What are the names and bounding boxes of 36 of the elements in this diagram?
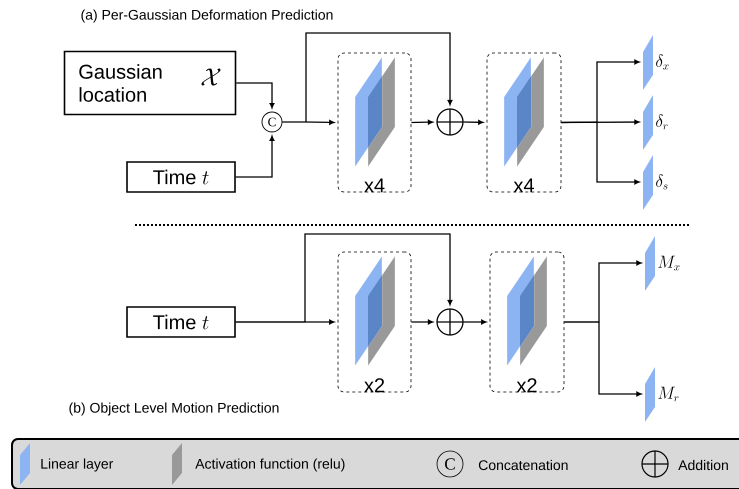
node-label: $M_x$ <box>658 256 680 270</box>
output-layer: $\delta_s$ <box>643 155 668 210</box>
addition-symbol <box>436 108 464 136</box>
panel-title: (b) Object Level Motion Prediction <box>69 402 278 416</box>
output-layer: $M_x$ <box>645 236 680 291</box>
legend-label: Concatenation <box>478 460 568 470</box>
addition-symbol <box>436 308 464 336</box>
input-box: Time $t$ <box>126 161 236 193</box>
arrow <box>236 233 452 323</box>
legend-label: Addition <box>678 460 728 470</box>
repeat-block: x2 <box>490 252 564 392</box>
repeat-block: x2 <box>338 252 412 392</box>
repeat-block: x4 <box>338 52 412 192</box>
repeat-block: x4 <box>486 52 562 192</box>
output-layer: $\delta_x$ <box>643 35 669 90</box>
legend-label: Activation function (relu) <box>195 458 344 472</box>
arrow <box>411 120 434 125</box>
panel-title: (a) Per-Gaussian Deformation Prediction <box>81 9 332 23</box>
arrow <box>236 136 274 178</box>
arrow <box>464 320 486 324</box>
arrow <box>564 321 642 396</box>
node-label: $\delta_x$ <box>656 54 669 70</box>
arrow <box>464 120 484 125</box>
legend-label: Linear layer <box>41 458 114 472</box>
output-layer: $\delta_r$ <box>643 95 668 150</box>
node-label: $M_r$ <box>658 386 679 402</box>
arrow <box>306 120 334 125</box>
arrow <box>411 320 434 324</box>
input-box: Gaussian location $\mathcal{X}$ <box>64 50 236 116</box>
arrow <box>305 32 452 122</box>
input-box: Time $t$ <box>126 306 236 338</box>
output-layer: $M_r$ <box>645 367 679 422</box>
node-label: $\delta_s$ <box>656 174 668 190</box>
node-label: $\delta_r$ <box>656 114 668 130</box>
arrow <box>236 82 274 108</box>
arrow <box>561 121 640 184</box>
